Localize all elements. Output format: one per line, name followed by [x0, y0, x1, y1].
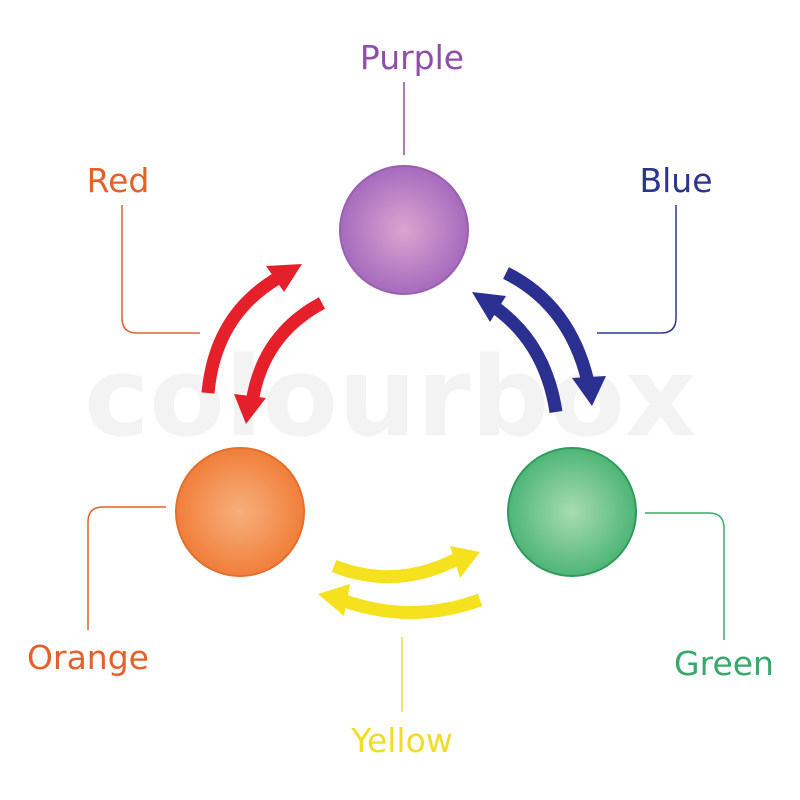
- yellow-arrow-left: [339, 593, 483, 619]
- orange-circle: [175, 447, 305, 577]
- orange-connector: [87, 506, 166, 630]
- purple-label: Purple: [360, 38, 464, 77]
- orange-label: Orange: [27, 638, 149, 677]
- red-arrow-up: [201, 272, 282, 394]
- red-arrow-down: [245, 297, 326, 405]
- yellow-arrowhead-left-icon: [318, 584, 350, 616]
- purple-circle: [339, 165, 469, 295]
- blue-arrowhead-down-icon: [572, 376, 606, 406]
- green-circle: [507, 447, 637, 577]
- red-arrowhead-up-icon: [266, 264, 302, 292]
- red-arrowhead-down-icon: [234, 394, 266, 424]
- blue-connector: [597, 205, 677, 334]
- watermark: colourbox: [84, 333, 696, 461]
- yellow-arrow-right: [331, 554, 458, 584]
- blue-label: Blue: [639, 161, 712, 200]
- blue-arrow-down: [503, 267, 595, 384]
- yellow-label: Yellow: [350, 721, 453, 760]
- green-connector: [645, 512, 725, 640]
- red-connector: [121, 205, 200, 334]
- blue-arrow-up: [486, 298, 563, 414]
- yellow-arrowhead-right-icon: [450, 546, 480, 578]
- blue-arrowhead-up-icon: [472, 292, 506, 322]
- red-label: Red: [87, 161, 150, 200]
- green-label: Green: [674, 644, 774, 683]
